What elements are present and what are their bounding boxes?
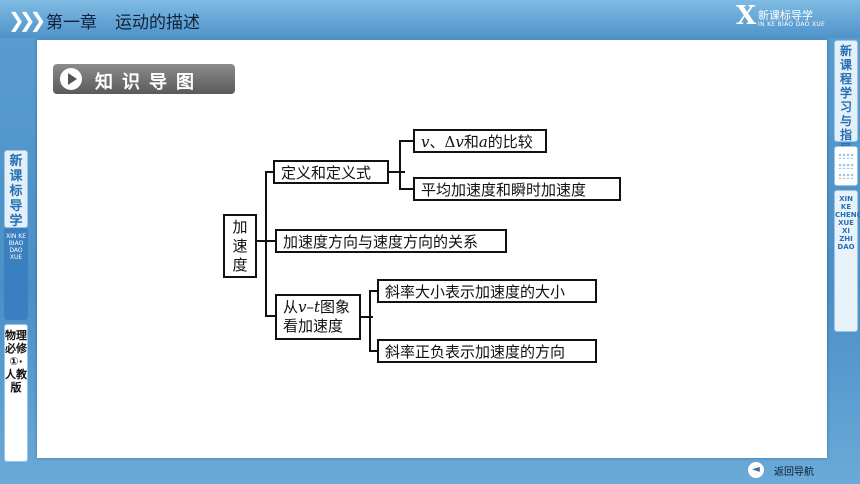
right-tab-main-label: 新课程学习与指导 — [839, 44, 852, 156]
chapter-title: 第一章运动的描述 — [46, 8, 200, 33]
connector-line — [399, 140, 401, 190]
compare-a: a — [478, 133, 488, 151]
left-tab-pinyin-label: XIN KE BIAO DAO XUE — [5, 233, 26, 261]
brand-letter: X — [736, 1, 757, 31]
connector-line — [389, 171, 405, 173]
connector-line — [369, 290, 371, 352]
avg-instant-node: 平均加速度和瞬时加速度 — [413, 177, 621, 201]
left-tab-main-label: 新课标导学 — [9, 154, 23, 229]
slope-sign-label: 斜率正负表示加速度的方向 — [385, 343, 566, 361]
connector-line — [369, 290, 377, 292]
back-arrow-icon: ◄ — [748, 462, 764, 478]
graph-node: 从v–t图象 看加速度 — [275, 294, 361, 340]
direction-node: 加速度方向与速度方向的关系 — [275, 229, 507, 253]
root-node: 加速度 — [223, 214, 257, 278]
main-panel: 知识导图 加速度 定义和定义式 v、Δv和a的比较 平均加速度和瞬时加速度 加速… — [37, 40, 827, 458]
slope-sign-node: 斜率正负表示加速度的方向 — [377, 339, 597, 363]
connector-line — [265, 315, 275, 317]
connector-line — [265, 240, 275, 242]
left-tab-book-label: 物理必修①·人教版 — [5, 329, 27, 394]
graph-line2: 看加速度 — [283, 317, 344, 335]
dots-icon — [838, 163, 854, 169]
connector-line — [265, 171, 273, 173]
graph-t: t — [314, 298, 321, 316]
right-tab-pinyin: XIN KE CHENG XUE XI ZHI DAO — [834, 190, 860, 332]
compare-and: 和 — [463, 133, 479, 151]
slope-size-node: 斜率大小表示加速度的大小 — [377, 279, 597, 303]
compare-v2: v — [455, 133, 464, 151]
compare-node: v、Δv和a的比较 — [413, 129, 547, 153]
back-navigation-button[interactable]: ◄ 返回导航 — [748, 460, 814, 480]
root-node-label: 加速度 — [232, 218, 248, 274]
definition-node-label: 定义和定义式 — [281, 164, 372, 182]
avg-instant-label: 平均加速度和瞬时加速度 — [421, 181, 587, 199]
right-tab-main[interactable]: 新课程学习与指导 — [834, 40, 858, 156]
chevrons-icon: ❯❯❯ — [8, 8, 46, 32]
banner-label: 知识导图 — [95, 72, 203, 93]
knowledge-map-banner: 知识导图 — [53, 64, 235, 94]
left-tab-book: 物理必修①·人教版 — [4, 324, 28, 462]
slope-size-label: 斜率大小表示加速度的大小 — [385, 283, 566, 301]
brand-cn: 新课标导学 — [758, 9, 813, 22]
connector-line — [399, 188, 413, 190]
compare-tail: 的比较 — [487, 133, 533, 151]
left-tab-pinyin: XIN KE BIAO DAO XUE — [4, 228, 28, 320]
brand-logo: X 新课标导学 IN KE BIAO DAO XUE — [736, 1, 828, 32]
right-tab-pinyin-label: XIN KE CHENG XUE XI ZHI DAO — [835, 195, 860, 251]
graph-dash: – — [306, 298, 315, 316]
graph-from: 从 — [283, 298, 299, 316]
back-navigation-label: 返回导航 — [774, 466, 814, 478]
connector-line — [399, 140, 413, 142]
dots-icon — [838, 173, 854, 179]
play-icon — [60, 68, 82, 90]
concept-diagram: 加速度 定义和定义式 v、Δv和a的比较 平均加速度和瞬时加速度 加速度方向与速… — [37, 40, 827, 458]
chapter-number: 第一章 — [46, 13, 97, 33]
connector-line — [265, 171, 267, 317]
connector-line — [361, 316, 373, 318]
compare-delta: 、Δ — [429, 133, 456, 151]
right-tab-dots — [834, 146, 858, 186]
graph-v: v — [298, 298, 307, 316]
left-tab-main[interactable]: 新课标导学 — [4, 150, 28, 229]
connector-line — [369, 350, 377, 352]
dots-icon — [838, 153, 854, 159]
brand-en: IN KE BIAO DAO XUE — [758, 21, 826, 28]
compare-v: v — [421, 133, 430, 151]
chapter-name: 运动的描述 — [115, 13, 200, 33]
direction-node-label: 加速度方向与速度方向的关系 — [283, 233, 479, 251]
top-header-bar: ❯❯❯ 第一章运动的描述 X 新课标导学 IN KE BIAO DAO XUE — [0, 0, 860, 38]
graph-image: 图象 — [320, 298, 351, 316]
definition-node: 定义和定义式 — [273, 160, 389, 184]
